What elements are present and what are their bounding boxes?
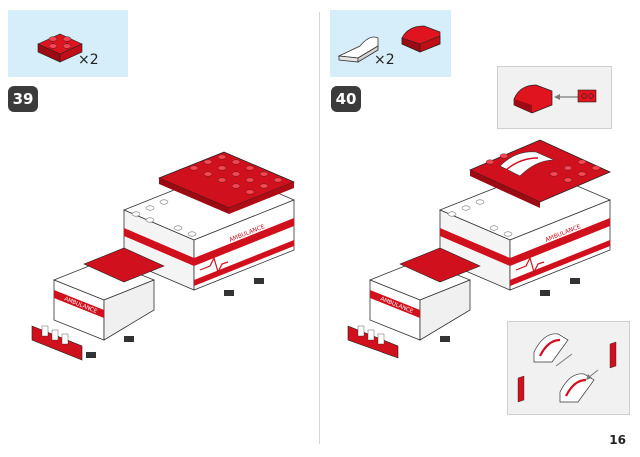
white-slope-decal-placement-icon [517,333,617,403]
white-slope-icon [337,36,379,63]
parts-list-step-39: ×2 [8,10,128,77]
part-quantity: ×2 [78,52,99,68]
red-curved-slope-icon [401,25,441,53]
step-number-39: 39 [8,86,38,112]
curved-slope-placement-icon [513,84,597,114]
page-divider [319,12,320,444]
parts-list-step-40: ×2 [330,10,451,77]
red-2x2-plate-icon [37,33,83,63]
step-number-40: 40 [331,86,361,112]
page-number: 16 [609,433,626,447]
part-quantity: ×2 [374,52,395,68]
ambulance-model-step-40: AMBULANCE AMBULANCE [347,139,612,359]
detail-callout-top [497,66,612,129]
ambulance-model-step-39: AMBULANCE AMBULANCE [31,151,296,361]
detail-callout-bottom [507,321,630,415]
